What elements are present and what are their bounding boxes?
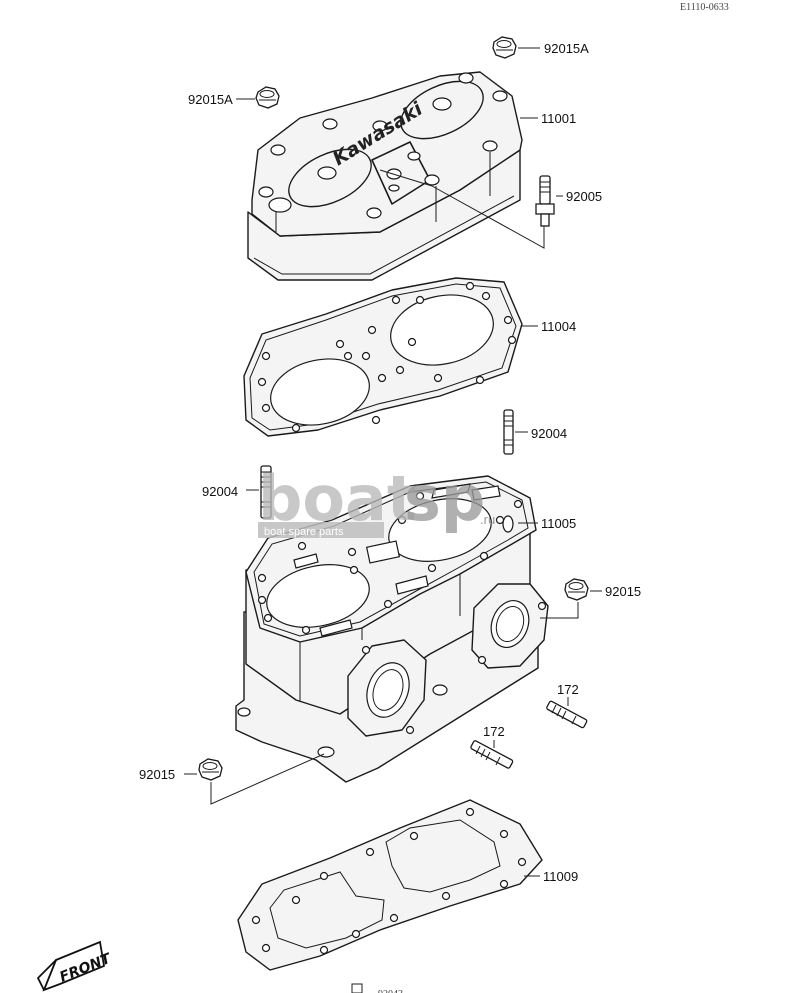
stud-92004-right[interactable] [503,409,514,455]
base-gasket-holes [251,807,527,955]
svg-text:92043: 92043 [378,989,403,993]
label-11004: 11004 [541,319,576,334]
label-92004-left: 92004 [202,484,238,499]
bottom-code: 92043 [351,983,403,993]
nut-92015a-head-left[interactable] [255,86,280,109]
nut-92015-base-left[interactable] [198,758,223,781]
nut-92015-right[interactable] [564,578,589,601]
stud-172-right[interactable] [546,700,588,729]
label-92015a-head-left: 92015A [188,92,233,107]
label-11005: 11005 [541,516,576,531]
label-172-left: 172 [483,724,505,739]
fitting-92005[interactable] [535,175,555,227]
stud-92004-left[interactable] [260,465,272,519]
svg-text:.ru: .ru [480,512,495,527]
label-92015-base-left: 92015 [139,767,175,782]
label-92004-right: 92004 [531,426,567,441]
diagram-ref-code: E1110-0633 [680,2,729,13]
nut-92015a-top[interactable] [492,36,517,59]
front-arrow-icon [36,940,106,992]
svg-text:boat spare parts: boat spare parts [264,526,344,538]
block-bolt-holes [257,491,523,635]
label-11009: 11009 [543,869,578,884]
label-92015a-top: 92015A [544,41,589,56]
head-gasket-11004[interactable] [243,277,523,437]
cylinder-head-11001[interactable]: Kawasaki [247,70,523,281]
stud-172-left[interactable] [470,740,514,769]
label-92005: 92005 [566,189,602,204]
label-172-right: 172 [557,682,579,697]
watermark: boat sp .ru boat spare parts [258,462,495,538]
base-gasket-11009[interactable] [237,799,543,971]
svg-text:sp: sp [404,462,485,535]
gasket-bolt-holes [257,281,517,433]
cylinder-block-11005[interactable] [235,475,549,783]
label-11001: 11001 [541,111,576,126]
label-92015-right: 92015 [605,584,641,599]
